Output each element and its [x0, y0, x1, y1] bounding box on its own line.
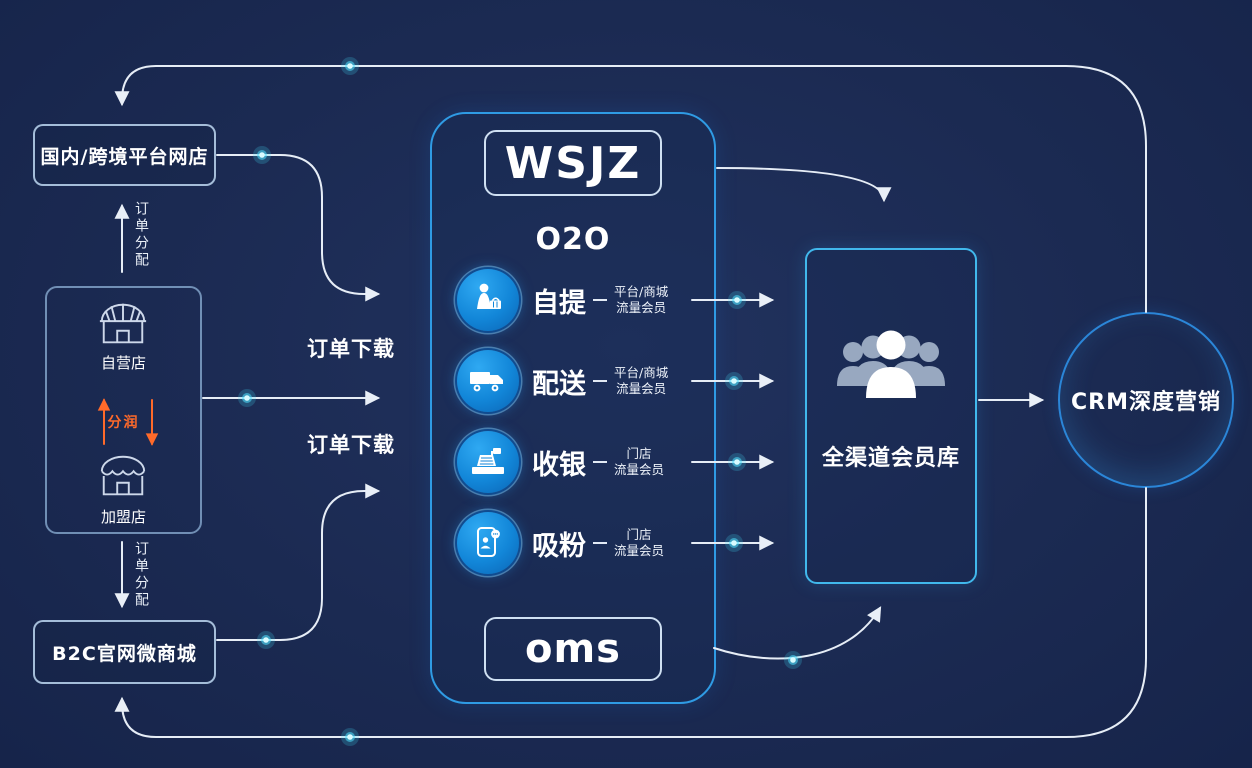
self-store-label: 自营店 — [100, 353, 146, 372]
service-row-delivery: 配送 平台/商城 流量会员 — [457, 350, 668, 412]
service-label: 吸粉 — [532, 530, 586, 562]
members-crowd-icon — [829, 318, 953, 418]
wsjz-title-box: WSJZ — [484, 130, 662, 196]
oms-box: oms — [484, 617, 662, 681]
node-crm: CRM深度营销 — [1058, 312, 1234, 488]
b2c-mall-label: B2C官网微商城 — [52, 642, 197, 665]
self-store-storefront-icon — [91, 298, 155, 350]
delivery-truck-icon — [457, 350, 519, 412]
oms-label: oms — [525, 626, 621, 672]
order-allocation-bottom-label: 订单分配 — [133, 541, 149, 609]
franchise-store-label: 加盟店 — [100, 507, 146, 526]
oms-to-memberdb-connector — [713, 606, 882, 660]
service-label: 配送 — [532, 368, 586, 400]
service-label: 收银 — [532, 449, 586, 481]
b2c-to-center-connector — [216, 483, 381, 641]
tick-line — [593, 299, 607, 301]
cash-register-icon — [457, 431, 519, 493]
wsjz-to-memberdb-connector — [716, 167, 892, 203]
franchise-store-storefront-icon — [91, 450, 155, 502]
node-b2c-mall: B2C官网微商城 — [33, 620, 216, 684]
tick-line — [593, 461, 607, 463]
member-db-label: 全渠道会员库 — [821, 446, 960, 471]
member-type-label: 平台/商城 流量会员 — [614, 283, 669, 316]
phone-attract-fans-icon — [457, 512, 519, 574]
crm-label: CRM深度营销 — [1071, 390, 1221, 415]
service-label: 自提 — [532, 287, 586, 319]
tick-line — [593, 542, 607, 544]
platform-store-label: 国内/跨境平台网店 — [40, 145, 209, 168]
profit-share-label: 分润 — [107, 415, 140, 431]
service-row-cashier: 收银 门店 流量会员 — [457, 431, 664, 493]
member-type-label: 平台/商城 流量会员 — [614, 364, 669, 397]
platform-to-center-connector — [216, 154, 381, 302]
service-row-pickup: 自提 平台/商城 流量会员 — [457, 269, 668, 331]
o2o-subtitle: O2O — [535, 221, 611, 257]
order-download-bottom-label: 订单下载 — [307, 433, 395, 457]
order-download-top-label: 订单下载 — [307, 337, 395, 361]
service-row-fans: 吸粉 门店 流量会员 — [457, 512, 664, 574]
order-allocation-top-label: 订单分配 — [133, 201, 149, 269]
self-pickup-person-basket-icon — [457, 269, 519, 331]
node-platform-store: 国内/跨境平台网店 — [33, 124, 216, 186]
wsjz-title: WSJZ — [504, 137, 642, 189]
member-type-label: 门店 流量会员 — [614, 526, 665, 559]
member-type-label: 门店 流量会员 — [614, 445, 665, 478]
tick-line — [593, 380, 607, 382]
